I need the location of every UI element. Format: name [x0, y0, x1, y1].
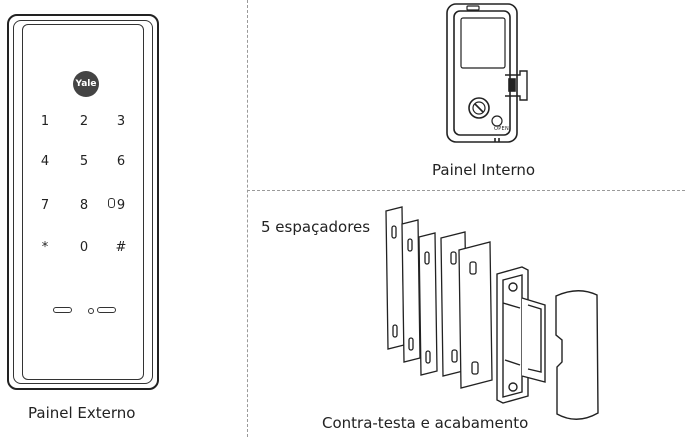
key-6: 6 — [116, 154, 126, 169]
key-2: 2 — [79, 114, 89, 129]
spacers-label: 5 espaçadores — [261, 218, 371, 236]
fingerprint-icon — [108, 198, 115, 208]
key-hash: # — [115, 240, 127, 255]
key-asterisk: * — [41, 240, 49, 255]
indicator-slot-left — [53, 307, 72, 313]
yale-logo: Yale — [73, 71, 99, 97]
key-1: 1 — [40, 114, 50, 129]
strike-caption: Contra-testa e acabamento — [322, 414, 529, 432]
strike-plate-illustration — [496, 266, 546, 404]
open-button-label: OPEN — [494, 126, 510, 132]
key-8: 8 — [79, 198, 89, 213]
internal-panel-caption: Painel Interno — [432, 161, 536, 179]
panel-outer-frame — [7, 14, 159, 390]
key-4: 4 — [40, 154, 50, 169]
vertical-divider — [247, 0, 248, 437]
horizontal-divider — [247, 190, 685, 191]
key-9: 9 — [116, 198, 126, 213]
key-3: 3 — [116, 114, 126, 129]
finish-cover-illustration — [555, 290, 599, 420]
key-7: 7 — [40, 198, 50, 213]
key-5: 5 — [79, 154, 89, 169]
indicator-slot-right — [97, 307, 116, 313]
spacers-illustration — [385, 206, 493, 389]
key-0: 0 — [79, 240, 89, 255]
internal-panel-illustration — [446, 3, 528, 143]
panel-middle-frame — [13, 20, 153, 384]
panel-inner-frame — [22, 24, 144, 380]
external-panel-caption: Painel Externo — [28, 404, 136, 422]
indicator-dot — [88, 308, 94, 314]
external-panel-illustration: Yale 1 2 3 4 5 6 7 8 9 * 0 # — [7, 14, 159, 390]
